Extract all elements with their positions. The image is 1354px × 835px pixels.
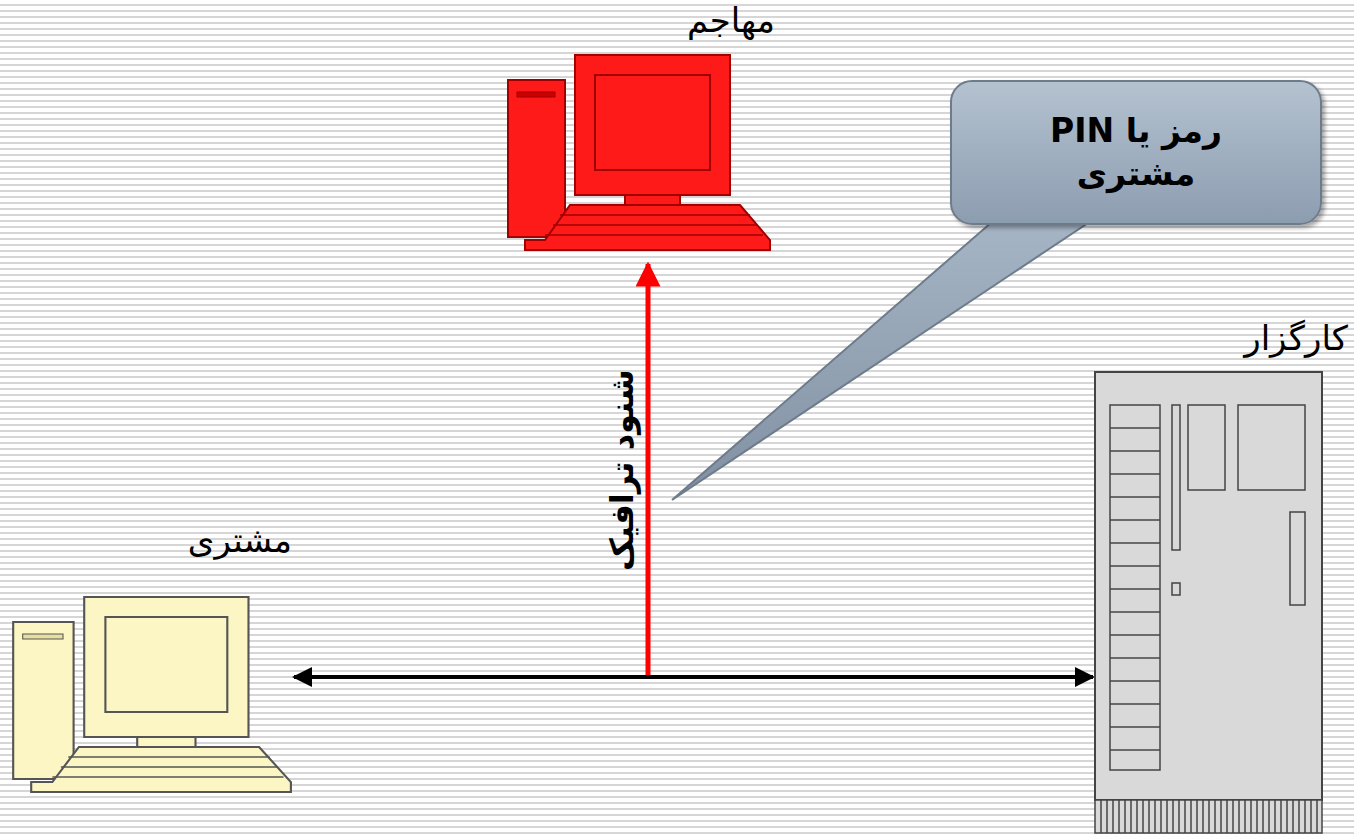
- computer-icon: [10, 520, 294, 800]
- sniff-arrow: [646, 264, 651, 675]
- callout-text: رمز یا PIN مشتری: [1011, 110, 1261, 196]
- server-computer: کارگزار: [1093, 318, 1350, 835]
- network-link: [294, 675, 1093, 679]
- node-heading: کارگزار: [1244, 318, 1348, 359]
- sniff-label: شنود ترافیک: [603, 369, 641, 571]
- attacker-computer: مهاجم: [505, 0, 777, 256]
- client-computer: مشتری: [10, 520, 294, 800]
- node-heading: مشتری: [188, 520, 292, 561]
- callout-pointer: [672, 215, 1100, 500]
- server-icon: [1093, 318, 1350, 835]
- node-heading: مهاجم: [687, 0, 775, 41]
- callout-box: رمز یا PIN مشتری: [950, 80, 1322, 225]
